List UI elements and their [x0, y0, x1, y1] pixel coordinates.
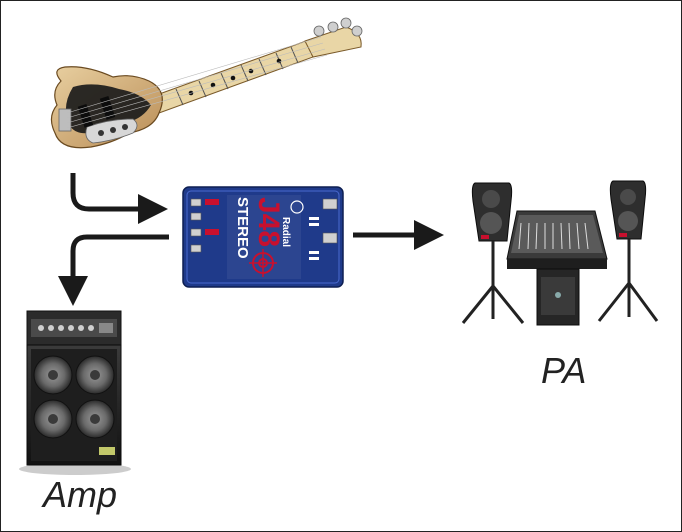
signal-arrows [58, 173, 444, 306]
subwoofer-icon [536, 268, 580, 326]
speaker-cones [33, 355, 115, 439]
pa-system-icon [461, 180, 659, 326]
mixer-icon [506, 210, 608, 269]
pa-speaker-left-icon [461, 182, 525, 324]
di-to-amp-arrow [58, 234, 169, 306]
amp-label: Amp [43, 474, 118, 515]
di-box-icon [182, 186, 344, 288]
bass-guitar-icon [50, 17, 363, 149]
pa-label: PA [541, 350, 587, 391]
pa-speaker-right-icon [597, 180, 659, 322]
di-box-submodel: STEREO [234, 197, 251, 259]
bass-amp-icon [19, 310, 131, 475]
guitar-to-di-arrow [70, 173, 168, 224]
target-emblem-icon [249, 249, 277, 277]
di-box-model: J48 [252, 197, 285, 248]
